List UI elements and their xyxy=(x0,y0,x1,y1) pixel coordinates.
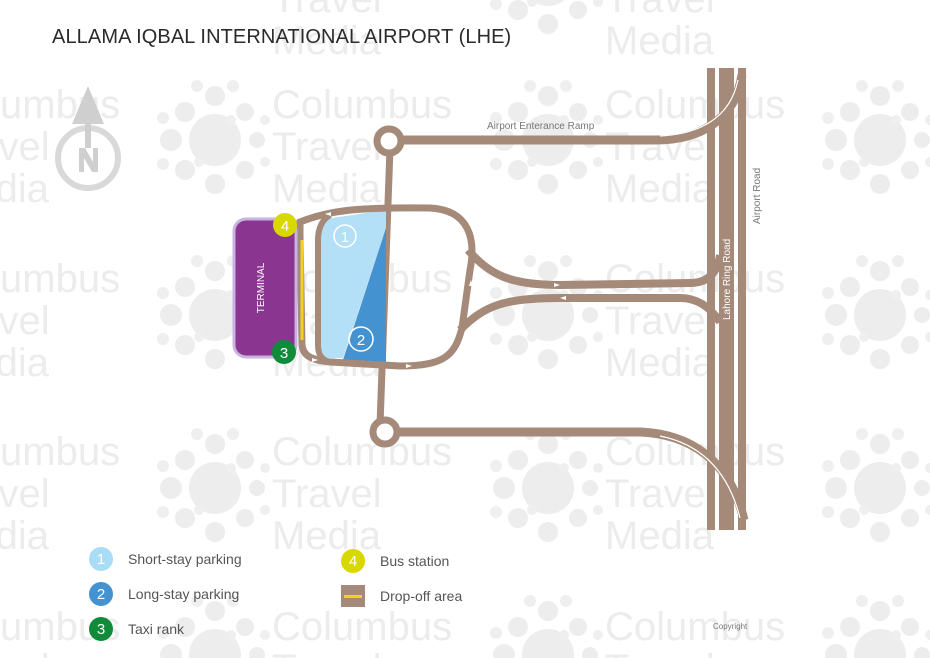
legend-item-dropoff: Drop-off area xyxy=(341,585,462,607)
bus-badge-icon: 4 xyxy=(341,549,365,573)
long-stay-badge-icon: 2 xyxy=(89,582,113,606)
svg-text:2: 2 xyxy=(357,332,365,349)
legend-label: Taxi rank xyxy=(128,621,185,637)
taxi-badge-icon: 3 xyxy=(89,617,113,641)
exit-ramp-road xyxy=(400,427,749,522)
taxi-rank-marker[interactable]: 3 xyxy=(272,340,296,364)
highway-connector-upper xyxy=(464,247,724,290)
short-stay-parking-area[interactable] xyxy=(320,210,386,358)
legend-label: Drop-off area xyxy=(380,588,463,604)
svg-text:3: 3 xyxy=(280,345,288,362)
svg-text:1: 1 xyxy=(341,229,349,246)
north-arrow-icon xyxy=(55,86,121,191)
bus-station-marker[interactable]: 4 xyxy=(273,213,297,237)
ring-road-label: Lahore Ring Road xyxy=(722,239,733,320)
inner-loop-road xyxy=(315,212,332,365)
short-stay-marker[interactable]: 1 xyxy=(333,224,357,248)
page-title: ALLAMA IQBAL INTERNATIONAL AIRPORT (LHE) xyxy=(52,26,512,48)
legend-label: Short-stay parking xyxy=(128,551,242,567)
dropoff-swatch-icon xyxy=(341,585,365,607)
roundabout-south xyxy=(369,416,401,448)
svg-text:4: 4 xyxy=(281,218,289,235)
entrance-ramp-road xyxy=(400,74,747,145)
terminal-label: TERMINAL xyxy=(256,262,267,313)
legend-item-bus: 4 Bus station xyxy=(341,549,449,573)
legend-label: Bus station xyxy=(380,553,450,569)
entrance-ramp-label: Airport Enterance Ramp xyxy=(487,121,595,132)
copyright-text[interactable]: Copyright xyxy=(713,622,748,631)
terminal-building[interactable] xyxy=(232,217,298,359)
long-stay-parking-area[interactable] xyxy=(343,228,386,362)
legend-item-short-stay: 1 Short-stay parking xyxy=(89,547,242,571)
airport-road-label: Airport Road xyxy=(752,168,763,224)
lahore-ring-road xyxy=(707,68,746,530)
legend-item-taxi: 3 Taxi rank xyxy=(89,617,184,641)
highway-connector-lower xyxy=(457,294,724,333)
roundabout-north xyxy=(373,125,405,157)
long-stay-marker[interactable]: 2 xyxy=(348,326,374,352)
short-stay-badge-icon: 1 xyxy=(89,547,113,571)
legend-label: Long-stay parking xyxy=(128,586,240,602)
legend-item-long-stay: 2 Long-stay parking xyxy=(89,582,239,606)
